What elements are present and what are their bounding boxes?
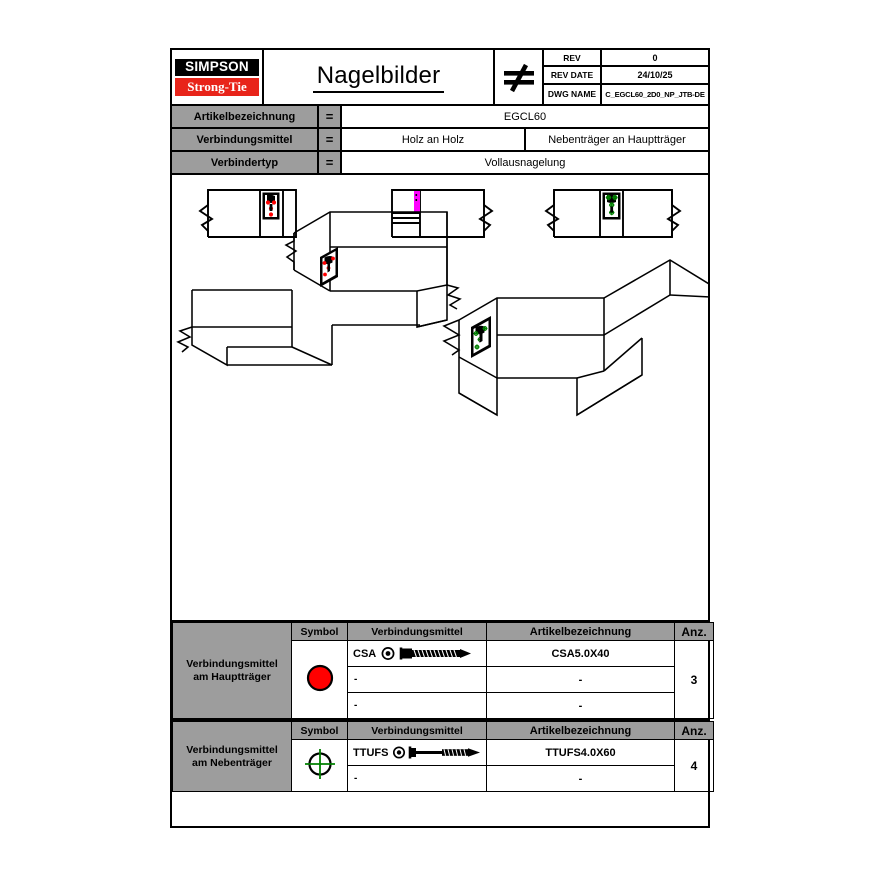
col-header-article: Artikelbezeichnung [486,721,675,740]
bom-name-line1: Verbindungsmittel [186,743,278,756]
top-view-1-front-elevation [198,189,297,238]
rev-row: REV 0 [544,50,708,68]
qty-cell: 4 [674,739,714,792]
company-logo: SIMPSON Strong-Tie [172,50,264,104]
info-value-article: EGCL60 [503,110,547,123]
col-header-symbol: Symbol [291,622,348,641]
info-row-verbindungsmittel: Verbindungsmittel = Holz an Holz Nebentr… [172,129,708,152]
article-cell: CSA5.0X40 [486,640,675,667]
table-row: - - [173,765,714,792]
dwg-name-row: DWG NAME C_EGCL60_2D0_NP_JTB-DE [544,84,708,105]
technical-drawing-area [172,175,708,622]
symbol-cell-red-circle [291,640,348,719]
bom-name-line2: am Hauptträger [193,670,271,683]
csa-screw-icon [381,647,472,660]
bom-table-hauptträger: Verbindungsmittel am Hauptträger Symbol … [172,622,714,721]
article-cell-empty: - [486,666,675,693]
bom-section-name: Verbindungsmittel am Nebenträger [172,721,292,792]
table-row: CSA [173,640,714,719]
fastener-cell: CSA [347,640,487,667]
sheet-title-cell: Nagelbilder [264,50,495,104]
info-equals: = [319,106,342,127]
revision-block: REV 0 REV DATE 24/10/25 DWG NAME C_EGCL6… [544,50,708,105]
info-equals: = [319,152,342,173]
drawing-canvas [176,189,708,417]
iso-view-2-secondary-beam [442,259,708,417]
crosshair-icon [304,749,335,779]
table-row: - - [173,692,714,719]
projection-symbol-cell [495,50,544,104]
col-header-fastener: Verbindungsmittel [347,622,487,641]
logo-strongtie-text: Strong-Tie [175,77,259,96]
fastener-cell-empty: - [347,692,487,719]
table-header-row: Verbindungsmittel am Hauptträger Symbol … [172,622,714,719]
article-cell: TTUFS4.0X60 [486,739,675,766]
rev-value: 0 [652,52,658,63]
info-row-verbindertyp: Verbindertyp = Vollausnagelung [172,152,708,175]
top-view-2-side-elevation [391,189,494,238]
qty-cell: 3 [674,640,714,719]
bom-name-line1: Verbindungsmittel [186,657,278,670]
page-title: Nagelbilder [312,62,445,93]
bom-table-nebenträger: Verbindungsmittel am Nebenträger Symbol … [172,721,714,792]
bom-section-name: Verbindungsmittel am Hauptträger [172,622,292,719]
info-row-artikelbezeichnung: Artikelbezeichnung = EGCL60 [172,106,708,129]
fastener-code: TTUFS [353,746,389,759]
dwg-name-value: C_EGCL60_2D0_NP_JTB-DE [605,89,705,99]
rev-date-value: 24/10/25 [637,70,673,81]
rev-date-label: REV DATE [544,67,602,83]
logo-simpson-text: SIMPSON [175,58,259,76]
col-header-symbol: Symbol [291,721,348,740]
title-block: SIMPSON Strong-Tie Nagelbilder REV 0 REV… [172,50,708,106]
fastener-cell: TTUFS [347,739,487,766]
col-header-fastener: Verbindungsmittel [347,721,487,740]
drawing-sheet: SIMPSON Strong-Tie Nagelbilder REV 0 REV… [170,48,714,828]
symbol-cell-crosshair [291,739,348,792]
rev-label: REV [544,50,602,66]
info-value-type: Vollausnagelung [484,156,566,169]
info-equals: = [319,129,342,150]
top-view-3-plan-view [544,189,682,238]
col-header-article: Artikelbezeichnung [486,622,675,641]
dwg-name-label: DWG NAME [544,84,602,105]
info-label: Verbindertyp [172,152,319,173]
info-value-material: Holz an Holz [342,129,526,150]
table-header-row: Verbindungsmittel am Nebenträger Symbol … [172,721,714,792]
not-equal-icon [503,63,534,93]
table-row: TTUFS [173,739,714,792]
table-row: - - [173,666,714,693]
info-value-connection: Nebenträger an Hauptträger [548,133,686,146]
filled-circle-icon [306,664,333,692]
col-header-qty: Anz. [674,721,714,740]
info-label: Artikelbezeichnung [172,106,319,127]
col-header-qty: Anz. [674,622,714,641]
article-cell-empty: - [486,692,675,719]
iso-view-1-main-beam [176,211,462,367]
article-cell-empty: - [486,765,675,792]
rev-date-row: REV DATE 24/10/25 [544,67,708,85]
fastener-code: CSA [353,647,377,660]
fastener-cell-empty: - [347,666,487,693]
ttufs-nail-icon [393,746,481,759]
info-label: Verbindungsmittel [172,129,319,150]
fastener-cell-empty: - [347,765,487,792]
bom-name-line2: am Nebenträger [192,756,272,769]
